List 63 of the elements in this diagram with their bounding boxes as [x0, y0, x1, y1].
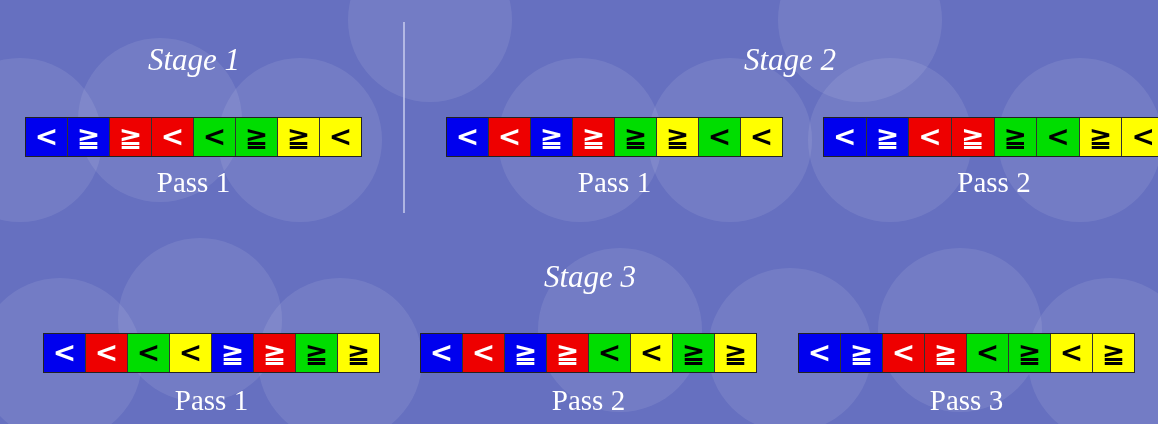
comparison-cell: ≧: [277, 118, 319, 156]
comparison-cell: ≧: [672, 334, 714, 372]
stage-title: Stage 2: [742, 42, 838, 78]
comparison-cell: <: [1036, 118, 1079, 156]
stage-title: Stage 1: [146, 42, 242, 78]
comparison-cell: <: [882, 334, 924, 372]
comparison-cell: <: [698, 118, 740, 156]
array-bar: [446, 117, 783, 157]
comparison-cell: <: [193, 118, 235, 156]
comparison-cell: ≧: [253, 334, 295, 372]
comparison-cell: <: [26, 118, 67, 156]
comparison-cell: ≧: [1078, 118, 1122, 156]
comparison-cell: <: [488, 118, 530, 156]
pass-label: Pass 2: [956, 166, 1032, 199]
comparison-cell: <: [1050, 334, 1092, 372]
comparison-cell: <: [151, 118, 193, 156]
comparison-cell: ≧: [235, 118, 277, 156]
comparison-cell: <: [630, 334, 672, 372]
comparison-cell: ≧: [714, 334, 756, 372]
comparison-cell: <: [740, 118, 782, 156]
comparison-cell: <: [85, 334, 127, 372]
comparison-cell: ≧: [1008, 334, 1050, 372]
pass-label: Pass 1: [576, 166, 653, 199]
comparison-cell: ≧: [865, 118, 909, 156]
comparison-cell: ≧: [950, 118, 994, 156]
comparison-cell: ≧: [504, 334, 546, 372]
comparison-cell: ≧: [614, 118, 656, 156]
comparison-cell: ≧: [546, 334, 588, 372]
comparison-cell: <: [319, 118, 361, 156]
comparison-cell: ≧: [656, 118, 698, 156]
comparison-cell: <: [447, 118, 488, 156]
comparison-cell: ≧: [840, 334, 882, 372]
comparison-cell: <: [799, 334, 840, 372]
comparison-cell: ≧: [530, 118, 572, 156]
array-bar: [420, 333, 757, 373]
comparison-cell: ≧: [1092, 334, 1134, 372]
comparison-cell: ≧: [67, 118, 109, 156]
array-bar: [25, 117, 362, 157]
pass-label: Pass 2: [550, 384, 627, 417]
comparison-cell: ≧: [109, 118, 151, 156]
comparison-cell: <: [908, 118, 951, 156]
stage-title: Stage 3: [542, 259, 638, 295]
comparison-cell: <: [824, 118, 866, 156]
pass-label: Pass 1: [155, 166, 232, 199]
pass-label: Pass 3: [928, 384, 1005, 417]
comparison-cell: ≧: [295, 334, 337, 372]
comparison-cell: ≧: [337, 334, 379, 372]
comparison-cell: <: [127, 334, 169, 372]
comparison-cell: <: [169, 334, 211, 372]
comparison-cell: <: [462, 334, 504, 372]
comparison-cell: ≧: [572, 118, 614, 156]
comparison-cell: ≧: [211, 334, 253, 372]
comparison-cell: <: [588, 334, 630, 372]
comparison-cell: <: [44, 334, 85, 372]
array-bar: [823, 117, 1158, 157]
pass-label: Pass 1: [173, 384, 250, 417]
comparison-cell: ≧: [924, 334, 966, 372]
comparison-cell: ≧: [993, 118, 1037, 156]
array-bar: [798, 333, 1135, 373]
array-bar: [43, 333, 380, 373]
comparison-cell: <: [421, 334, 462, 372]
comparison-cell: <: [966, 334, 1008, 372]
comparison-cell: <: [1121, 118, 1158, 156]
